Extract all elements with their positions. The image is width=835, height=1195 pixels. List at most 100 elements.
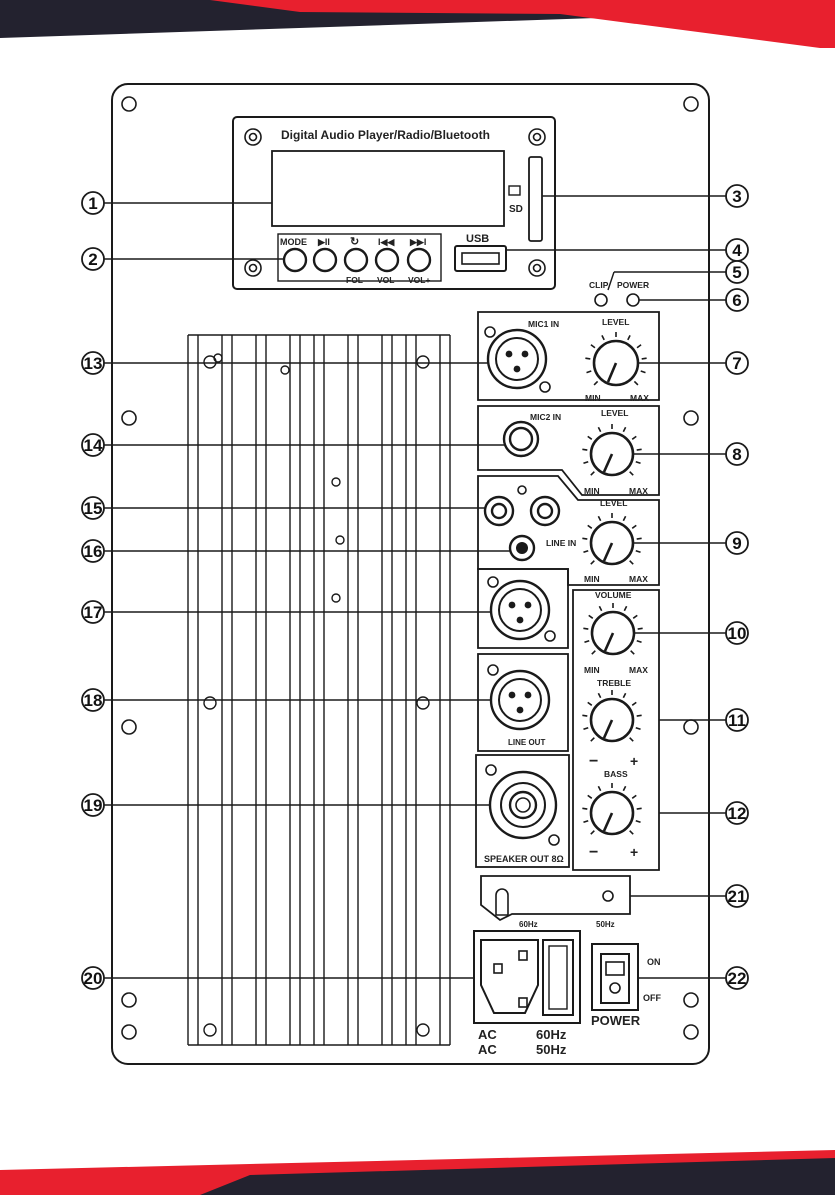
line-in-level-knob[interactable]	[589, 520, 635, 566]
treble-knob[interactable]	[589, 697, 635, 743]
sd-card-slot[interactable]	[528, 156, 543, 242]
knob-tick	[636, 807, 642, 810]
knob-tick	[597, 426, 602, 433]
knob-tick	[636, 344, 642, 349]
callout-number-8: 8	[732, 445, 741, 464]
line-out-label: LINE OUT	[508, 738, 545, 747]
knob-tick	[631, 524, 637, 529]
usb-label: USB	[466, 233, 489, 245]
knob-tick	[583, 460, 589, 465]
ac-label-1: AC	[478, 1027, 497, 1042]
callout-circle-12	[725, 801, 749, 825]
callout-circle-18	[81, 688, 105, 712]
knob-tick	[637, 627, 643, 630]
callout-number-13: 13	[84, 354, 103, 373]
previous-vol-down-button[interactable]	[374, 247, 400, 273]
line-in-jack[interactable]	[508, 534, 536, 562]
callout-number-17: 17	[84, 603, 103, 622]
knob-tick	[630, 650, 635, 655]
mic1-level-label: LEVEL	[602, 317, 629, 327]
callout-number-18: 18	[84, 691, 103, 710]
ac-label-2: AC	[478, 1042, 497, 1057]
knob-tick	[636, 537, 642, 540]
mic2-jack[interactable]	[502, 420, 540, 458]
next-vol-up-button[interactable]	[406, 247, 432, 273]
mic1-level-knob[interactable]	[592, 339, 640, 387]
xlr-input-jack[interactable]	[487, 576, 556, 642]
mic2-level-label: LEVEL	[601, 408, 628, 418]
knob-tick	[597, 692, 602, 699]
top-band	[0, 0, 835, 48]
callout-circle-16	[81, 539, 105, 563]
clip-label: CLIP	[589, 280, 609, 290]
xlr-input-section	[477, 568, 569, 649]
bass-knob[interactable]	[589, 790, 635, 836]
knob-tick	[590, 471, 595, 476]
player-title: Digital Audio Player/Radio/Bluetooth	[281, 128, 490, 142]
power-switch[interactable]	[591, 943, 639, 1011]
callout-number-22: 22	[728, 969, 747, 988]
speaker-out-section	[475, 754, 570, 868]
knob-tick	[629, 830, 634, 835]
knob-tick	[629, 471, 634, 476]
rca-input-left[interactable]	[483, 495, 515, 527]
knob-scale-ticks	[582, 332, 647, 835]
play-pause-button[interactable]	[312, 247, 338, 273]
hz-label-2: 50Hz	[536, 1042, 567, 1057]
knob-tick	[635, 726, 641, 731]
knob-tick	[622, 785, 627, 792]
knob-tick	[583, 726, 589, 731]
volume-knob[interactable]	[590, 610, 636, 656]
callout-number-12: 12	[728, 804, 747, 823]
knob-tick	[583, 819, 589, 824]
callout-circle-14	[81, 433, 105, 457]
mic2-level-knob[interactable]	[589, 431, 635, 477]
mic1-xlr-jack[interactable]	[484, 326, 551, 393]
callout-number-3: 3	[732, 187, 741, 206]
switch-off-label: OFF	[643, 993, 661, 1003]
knob-tick	[598, 605, 603, 612]
callout-circle-1	[81, 191, 105, 215]
repeat-label: ↻	[350, 236, 359, 248]
knob-tick	[590, 560, 595, 565]
treble-label: TREBLE	[597, 678, 631, 688]
knob-tick	[590, 344, 596, 349]
knob-tick	[583, 549, 589, 554]
rca-input-right[interactable]	[529, 495, 561, 527]
mic1-max-label: MAX	[630, 393, 649, 403]
power-switch-label: POWER	[591, 1013, 641, 1028]
knob-tick	[601, 335, 605, 341]
prev-label: I◀◀	[378, 237, 395, 247]
mode-button[interactable]	[282, 247, 308, 273]
frequency-selector-plate[interactable]	[480, 875, 631, 922]
callout-circle-10	[725, 621, 749, 645]
speakon-output-jack[interactable]	[485, 764, 560, 846]
sd-label: SD	[509, 204, 523, 215]
player-display	[271, 150, 505, 227]
knob-tick	[582, 448, 588, 451]
knob-tick	[584, 639, 590, 644]
mic1-label: MIC1 IN	[528, 319, 559, 329]
mic2-max-label: MAX	[629, 486, 648, 496]
callout-number-6: 6	[732, 291, 741, 310]
callout-circle-20	[81, 966, 105, 990]
knob-tick	[640, 370, 646, 374]
repeat-folder-button[interactable]	[343, 247, 369, 273]
knob-tick	[632, 614, 638, 619]
knob-tick	[629, 737, 634, 742]
vol-plus-label: VOL+	[408, 275, 430, 285]
fol-label: FOL	[346, 275, 363, 285]
switch-on-label: ON	[647, 957, 661, 967]
knob-tick	[631, 435, 637, 440]
treble-minus-label: −	[589, 753, 598, 770]
speaker-out-label: SPEAKER OUT 8Ω	[484, 854, 564, 864]
fuse-holder[interactable]	[542, 939, 574, 1016]
callout-number-19: 19	[84, 796, 103, 815]
play-pause-label: ▶II	[317, 237, 330, 247]
knob-tick	[587, 524, 593, 529]
bass-label: BASS	[604, 769, 628, 779]
line-out-xlr-jack[interactable]	[487, 664, 551, 731]
callout-number-20: 20	[84, 969, 103, 988]
